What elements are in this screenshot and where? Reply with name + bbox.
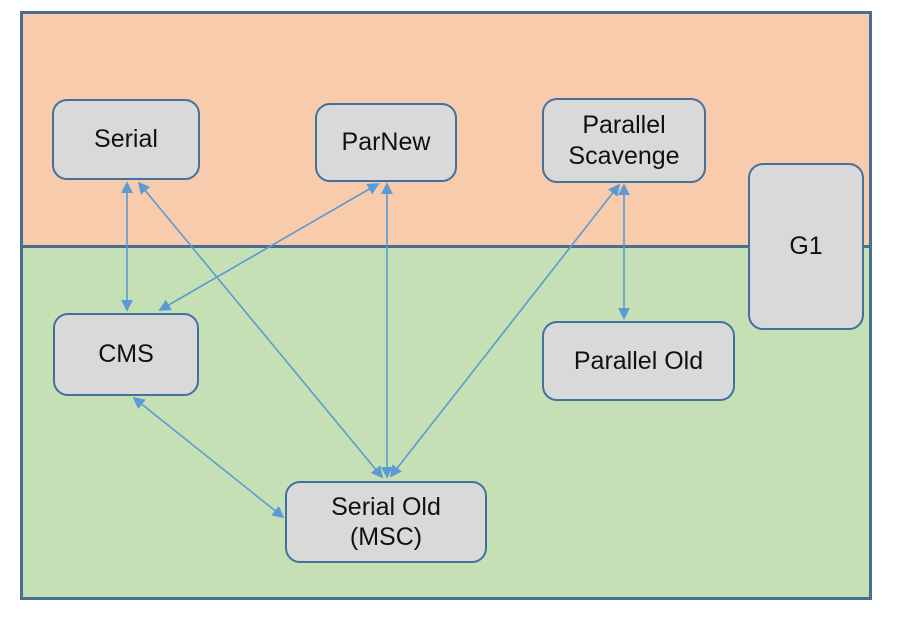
- node-cms: CMS: [53, 313, 199, 396]
- node-label: CMS: [98, 340, 154, 369]
- node-parallel-old: Parallel Old: [542, 321, 735, 401]
- node-label: Parallel: [582, 111, 666, 139]
- node-label: (MSC): [349, 523, 423, 551]
- node-serial-old: Serial Old(MSC): [285, 481, 487, 563]
- node-serial: Serial: [52, 99, 200, 180]
- node-label: ParNew: [341, 128, 431, 157]
- node-label: Serial: [94, 125, 158, 154]
- node-g1: G1: [748, 163, 864, 330]
- node-label: Serial Old: [331, 492, 441, 521]
- node-label: Scavenge: [568, 141, 680, 170]
- node-parnew: ParNew: [315, 103, 457, 182]
- node-label: Parallel Old: [573, 346, 704, 375]
- node-label: G1: [789, 232, 823, 261]
